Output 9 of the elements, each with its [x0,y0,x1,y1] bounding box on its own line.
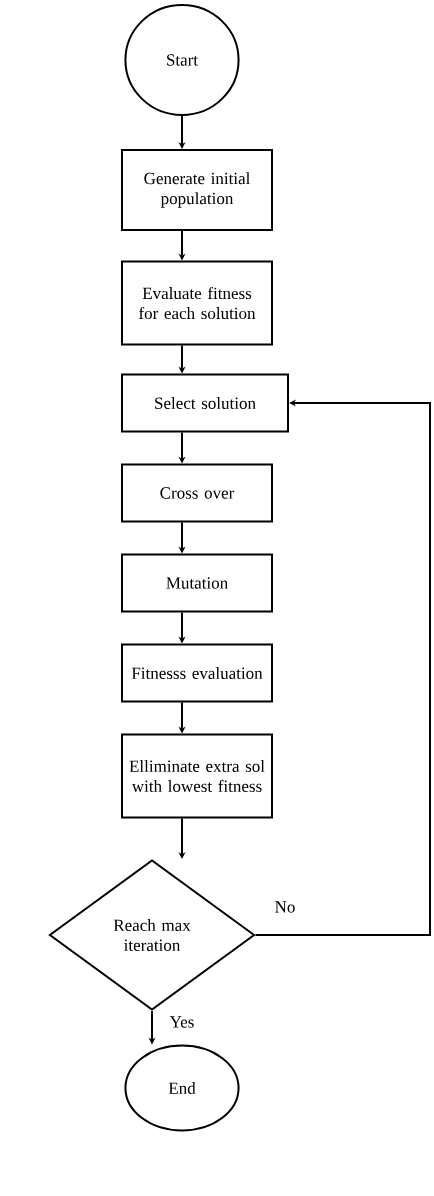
process-box: Generate initial population [121,149,273,231]
process-box: Select solution [121,373,289,433]
edge-label: No [273,900,297,914]
process-box: Elliminate extra sol with lowest fitness [121,733,273,819]
process-box: Fitnesss evaluation [121,643,273,703]
process-box: Mutation [121,553,273,613]
edge-label: Yes [168,1015,196,1029]
process-box: Evaluate fitness for each solution [121,260,273,346]
process-box: Cross over [121,463,273,523]
